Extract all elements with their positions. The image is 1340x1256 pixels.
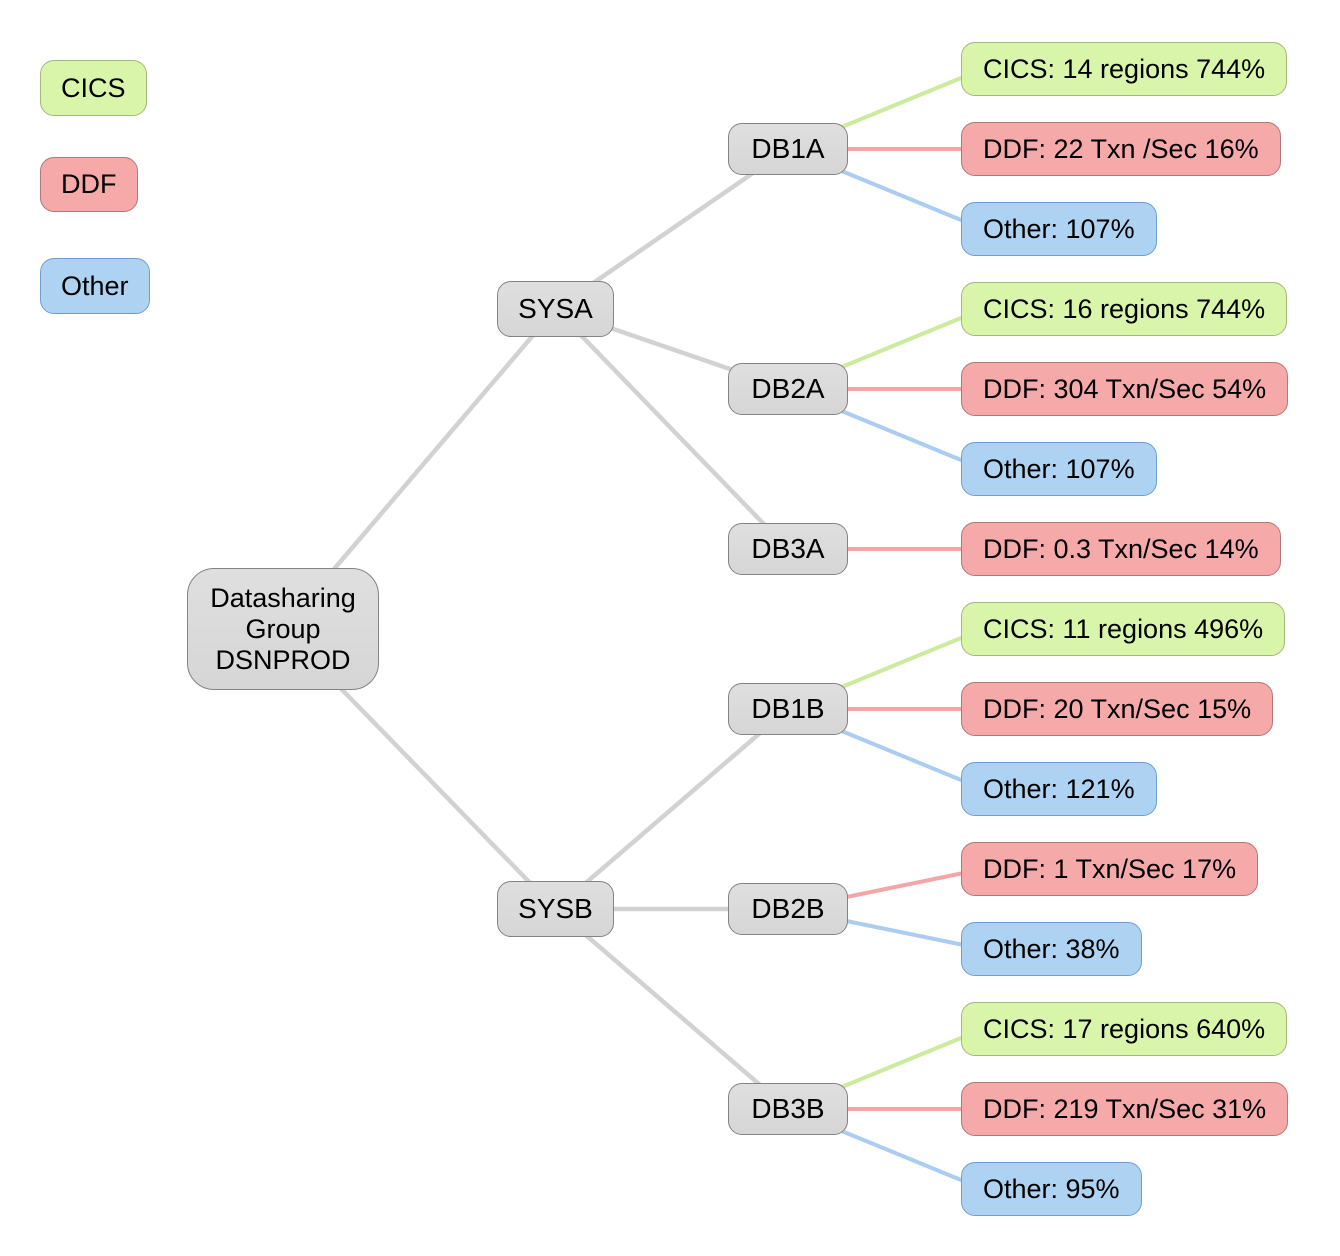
leaf-other: Other: 107% <box>961 442 1157 496</box>
db-label: DB2A <box>751 373 825 404</box>
db-node: DB1A <box>728 123 848 175</box>
leaf-label: CICS: 14 regions 744% <box>983 53 1266 84</box>
leaf-label: DDF: 304 Txn/Sec 54% <box>983 373 1267 404</box>
leaf-cics: CICS: 14 regions 744% <box>961 42 1288 96</box>
db-label: DB2B <box>751 893 825 924</box>
leaf-label: Other: 121% <box>983 773 1135 804</box>
sys-label: SYSA <box>518 293 593 324</box>
sys-label: SYSB <box>518 893 593 924</box>
legend-label-cics: CICS <box>61 72 126 103</box>
legend-item-cics: CICS <box>40 60 147 116</box>
sys-node: SYSB <box>497 881 614 937</box>
edge <box>554 907 790 1111</box>
root-label-line: DSNPROD <box>215 644 351 675</box>
legend-item-other: Other <box>40 258 150 314</box>
leaf-ddf: DDF: 20 Txn/Sec 15% <box>961 682 1274 736</box>
db-node: DB2A <box>728 363 848 415</box>
leaf-label: DDF: 22 Txn /Sec 16% <box>983 133 1259 164</box>
sys-node: SYSA <box>497 281 614 337</box>
leaf-ddf: DDF: 22 Txn /Sec 16% <box>961 122 1281 176</box>
db-label: DB1B <box>751 693 825 724</box>
leaf-other: Other: 95% <box>961 1162 1142 1216</box>
leaf-other: Other: 121% <box>961 762 1157 816</box>
leaf-label: DDF: 219 Txn/Sec 31% <box>983 1093 1267 1124</box>
leaf-label: Other: 107% <box>983 453 1135 484</box>
db-node: DB1B <box>728 683 848 735</box>
db-node: DB3B <box>728 1083 848 1135</box>
legend-item-ddf: DDF <box>40 157 138 212</box>
db-label: DB3B <box>751 1093 825 1124</box>
leaf-label: CICS: 17 regions 640% <box>983 1013 1266 1044</box>
root-label-line: Datasharing <box>210 582 356 613</box>
leaf-label: Other: 95% <box>983 1173 1120 1204</box>
legend-label-ddf: DDF <box>61 169 117 199</box>
leaf-label: CICS: 16 regions 744% <box>983 293 1266 324</box>
root-label-line: Group <box>245 613 321 644</box>
db-label: DB1A <box>751 133 825 164</box>
leaf-cics: CICS: 17 regions 640% <box>961 1002 1288 1056</box>
db-node: DB2B <box>728 883 848 935</box>
leaf-label: CICS: 11 regions 496% <box>983 613 1264 644</box>
leaf-label: Other: 38% <box>983 933 1120 964</box>
leaf-ddf: DDF: 219 Txn/Sec 31% <box>961 1082 1289 1136</box>
leaf-other: Other: 38% <box>961 922 1142 976</box>
leaf-ddf: DDF: 304 Txn/Sec 54% <box>961 362 1289 416</box>
edge <box>553 307 790 551</box>
leaf-label: DDF: 1 Txn/Sec 17% <box>983 853 1237 884</box>
legend-label-other: Other <box>61 270 129 301</box>
edge <box>554 707 790 911</box>
leaf-label: Other: 107% <box>983 213 1135 244</box>
leaf-label: DDF: 20 Txn/Sec 15% <box>983 693 1252 724</box>
db-label: DB3A <box>751 533 825 564</box>
leaf-ddf: DDF: 0.3 Txn/Sec 14% <box>961 522 1281 576</box>
db-node: DB3A <box>728 523 848 575</box>
leaf-ddf: DDF: 1 Txn/Sec 17% <box>961 842 1259 896</box>
leaf-cics: CICS: 16 regions 744% <box>961 282 1288 336</box>
leaf-cics: CICS: 11 regions 496% <box>961 602 1286 656</box>
leaf-label: DDF: 0.3 Txn/Sec 14% <box>983 533 1259 564</box>
leaf-other: Other: 107% <box>961 202 1157 256</box>
